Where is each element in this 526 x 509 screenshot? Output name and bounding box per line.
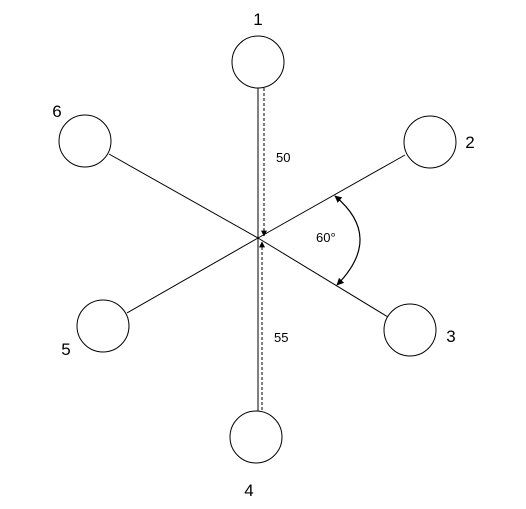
node-circle-4 <box>229 410 283 464</box>
spoke-6 <box>108 153 259 239</box>
node-label-5: 5 <box>61 340 70 359</box>
node-circle-5 <box>76 299 130 353</box>
node-circle-2 <box>403 115 457 169</box>
angle-label: 60° <box>316 230 336 245</box>
spoke-2 <box>257 154 406 239</box>
node-label-6: 6 <box>52 102 61 121</box>
node-label-1: 1 <box>253 10 262 29</box>
node-label-2: 2 <box>465 133 474 152</box>
spoke-3 <box>257 237 389 318</box>
dimension-label-upper: 50 <box>276 150 290 165</box>
node-circle-1 <box>231 35 285 89</box>
node-circle-6 <box>58 114 112 168</box>
node-label-4: 4 <box>244 481 253 500</box>
node-circle-3 <box>383 303 437 357</box>
node-label-3: 3 <box>446 327 455 346</box>
spoke-5 <box>126 237 259 314</box>
angle-arc <box>334 195 361 286</box>
dimension-label-lower: 55 <box>274 330 288 345</box>
